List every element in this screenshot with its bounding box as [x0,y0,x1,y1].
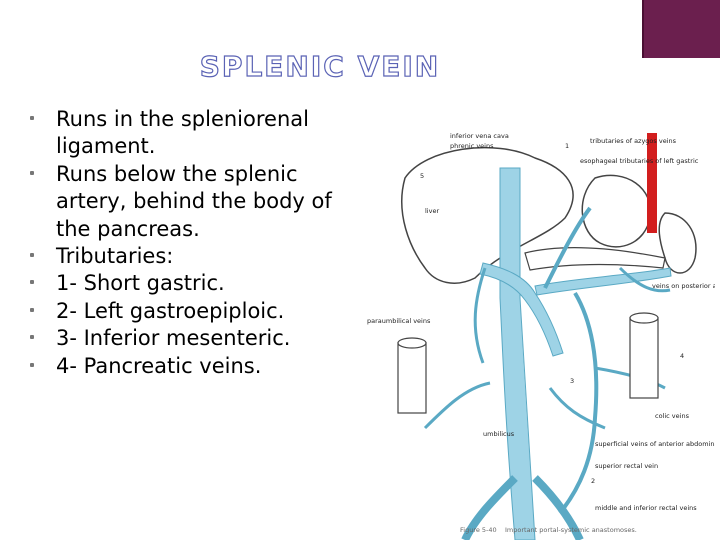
bullet-item: 4- Pancreatic veins. [30,353,360,380]
superficial-abdominal-veins-right [548,387,606,430]
bullet-item: Tributaries: [30,243,360,270]
spleen-shape [658,212,697,274]
label-rectal: middle and inferior rectal veins [595,504,697,512]
bullet-text: 2- Left gastroepiploic. [56,298,285,323]
inferior-mesenteric-vein [558,291,599,515]
right-wall-cross-section-top [629,312,659,324]
figure-caption-text: Important portal-systemic anastomoses. [505,526,637,534]
bullet-marker-icon [30,253,34,258]
bullet-item: Runs in the spleniorenal ligament. [30,106,360,161]
label-number-2: 2 [591,477,595,485]
decorative-corner-block [642,0,720,58]
bullet-item: 1- Short gastric. [30,270,360,297]
superficial-abdominal-veins [423,381,491,430]
figure-caption-label: Figure 5-40 [460,526,497,534]
bullet-item: 2- Left gastroepiploic. [30,298,360,325]
bullet-text: 1- Short gastric. [56,271,225,296]
left-wall-cross-section [397,342,427,414]
splenic-vein [534,267,672,296]
right-wall-cross-section [629,317,659,399]
slide-title: SPLENIC VEIN [199,49,441,83]
bullet-marker-icon [30,362,34,367]
pancreas-shape [524,246,666,271]
label-posterior-wall: veins on posterior abdominal wall [652,282,715,290]
left-gastric-vein [543,206,592,289]
label-umbilicus: umbilicus [483,430,515,438]
label-phrenic: phrenic veins [450,142,494,150]
bullet-text: Runs below the splenic artery, behind th… [56,161,332,241]
bullet-marker-icon [30,280,34,285]
label-number-3: 3 [570,377,574,385]
bullet-text: 3- Inferior mesenteric. [56,326,291,351]
anatomy-diagram: inferior vena cava phrenic veins tributa… [367,132,720,542]
left-iliac-vein [461,475,518,542]
paraumbilical-vein [473,267,487,364]
left-wall-cross-section-top [397,337,427,349]
label-number-4: 4 [680,352,684,360]
right-iliac-vein [532,475,584,542]
stomach-shape [581,174,652,248]
bullet-text: Tributaries: [56,244,174,269]
label-ivc: inferior vena cava [450,132,509,140]
label-colic: colic veins [655,412,690,420]
bullet-marker-icon [30,335,34,340]
label-number-5: 5 [420,172,424,180]
bullet-text: Runs in the spleniorenal ligament. [56,107,309,159]
label-paraumbilical: paraumbilical veins [367,317,431,325]
label-sup-rectal: superior rectal vein [595,462,658,470]
posterior-wall-vein [618,266,671,293]
portal-systemic-anastomoses-figure: inferior vena cava phrenic veins tributa… [365,118,720,542]
bullet-marker-icon [30,307,34,312]
bullet-item: 3- Inferior mesenteric. [30,325,360,352]
portal-vein [479,262,564,357]
bullet-list: Runs in the spleniorenal ligament. Runs … [30,106,360,380]
label-trib-azygos: tributaries of azygos veins [590,137,677,145]
esophageal-highlight-bar [647,133,657,233]
bullet-marker-icon [30,116,34,120]
label-superficial: superficial veins of anterior abdominal … [595,440,715,448]
bullet-text: 4- Pancreatic veins. [56,353,262,378]
liver-shape [401,146,574,284]
bullet-marker-icon [30,170,34,175]
label-liver: liver [425,207,439,215]
bullet-item: Runs below the splenic artery, behind th… [30,161,360,243]
label-esophageal: esophageal tributaries of left gastric [580,157,699,165]
label-number-1: 1 [565,142,569,150]
